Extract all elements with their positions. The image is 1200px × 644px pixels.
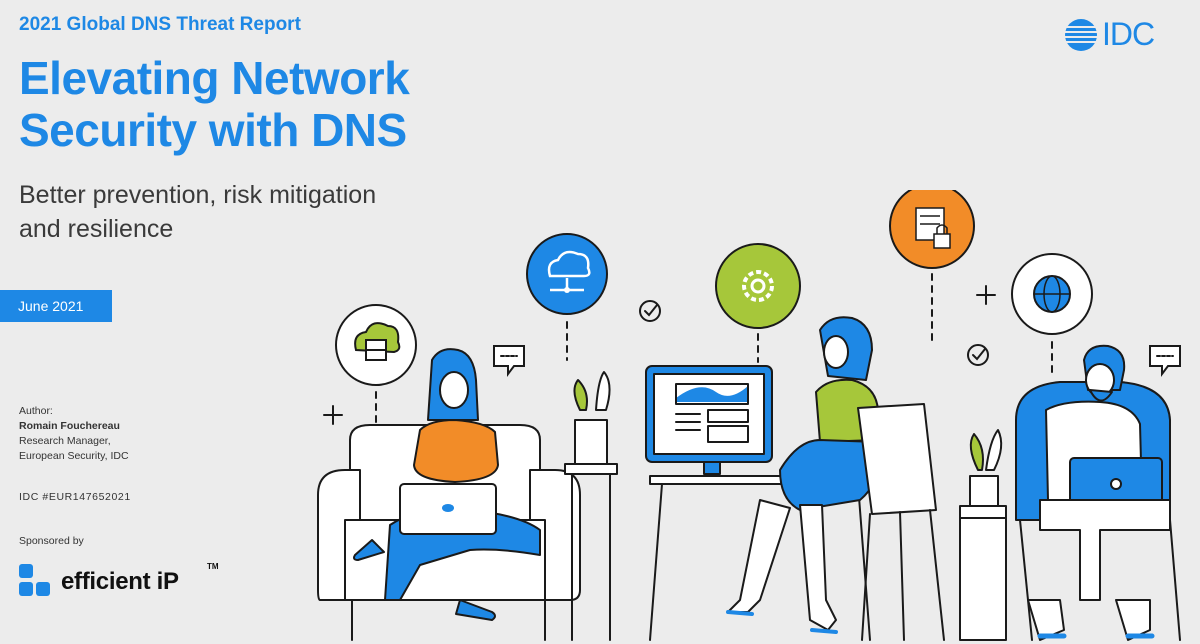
gear-icon <box>715 243 801 329</box>
workspace-illustration <box>317 190 1181 641</box>
plus-icon-right <box>976 285 996 305</box>
desk-chair <box>857 403 945 641</box>
report-kicker: 2021 Global DNS Threat Report <box>19 14 301 35</box>
author-block: Author: Romain Fouchereau Research Manag… <box>19 404 129 464</box>
plus-icon-left <box>323 405 343 425</box>
date-badge: June 2021 <box>0 290 112 322</box>
woman-with-laptop <box>353 348 541 621</box>
cloud-server-icon <box>335 304 417 386</box>
desk-with-monitor <box>645 365 871 641</box>
subtitle-line-1: Better prevention, risk mitigation <box>19 181 377 209</box>
author-name: Romain Fouchereau <box>19 420 120 432</box>
idc-wordmark: IDC <box>1102 16 1155 52</box>
man-with-laptop <box>1015 344 1181 641</box>
report-title: Elevating Network Security with DNS <box>19 52 539 156</box>
efficient-ip-trademark: TM <box>207 562 219 571</box>
chat-bubble-icon-right <box>1149 345 1181 377</box>
check-icon-left <box>639 300 661 322</box>
author-label: Author: <box>19 405 53 417</box>
icon-connectors <box>375 273 1053 423</box>
cloud-network-icon <box>526 233 608 315</box>
author-role-1: Research Manager, <box>19 435 111 447</box>
chat-bubble-icon-left <box>493 345 525 377</box>
woman-at-desk <box>726 316 881 634</box>
globe-icon <box>1011 253 1093 335</box>
idc-logo: IDC <box>1062 14 1172 54</box>
idc-globe-icon <box>1064 19 1098 51</box>
title-line-1: Elevating Network <box>19 52 410 104</box>
title-line-2: Security with DNS <box>19 104 407 156</box>
check-icon-right <box>967 344 989 366</box>
efficient-ip-mark-icon <box>19 564 50 596</box>
locked-server-icon <box>889 190 975 269</box>
efficient-ip-logo: efficient iP TM <box>17 560 227 600</box>
author-role-2: European Security, IDC <box>19 450 129 462</box>
sponsor-label: Sponsored by <box>19 535 84 547</box>
plant-stand-right <box>959 429 1007 641</box>
document-id: IDC #EUR147652021 <box>19 491 131 503</box>
report-subtitle: Better prevention, risk mitigation and r… <box>19 178 449 246</box>
subtitle-line-2: and resilience <box>19 215 174 243</box>
plant-stand-left <box>564 371 618 641</box>
efficient-ip-wordmark: efficient iP <box>61 568 179 595</box>
